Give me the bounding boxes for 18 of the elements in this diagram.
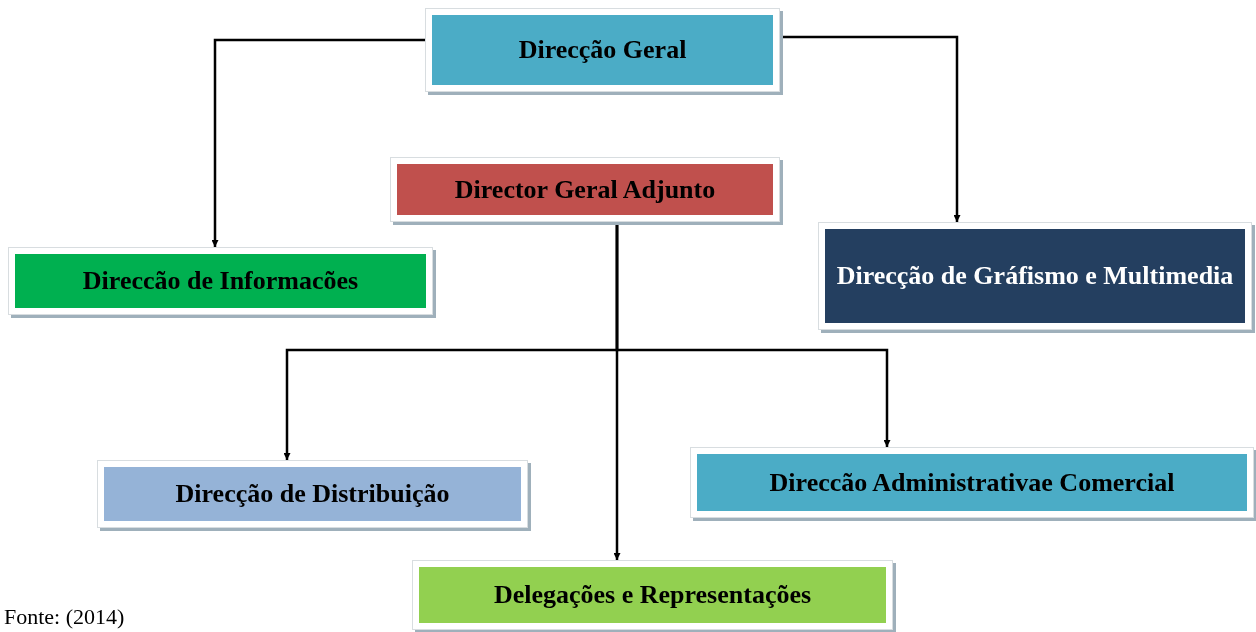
- box-label: Direcção Geral: [432, 15, 773, 85]
- org-box: [390, 157, 780, 222]
- box-label: Direcção de Distribuição: [104, 467, 521, 521]
- connector-arrow: [211, 38, 425, 247]
- org-box: [818, 222, 1252, 330]
- org-box: [412, 560, 893, 630]
- connector-arrow: [613, 222, 621, 560]
- box-label: Direccão de Informacões: [15, 254, 426, 308]
- box-label: Delegações e Representações: [419, 567, 886, 623]
- org-box: [97, 460, 528, 528]
- org-box: [425, 8, 780, 92]
- connector-arrow: [780, 35, 961, 222]
- box-label: Director Geral Adjunto: [397, 164, 773, 215]
- source-note: Fonte: (2014): [4, 604, 125, 630]
- org-box: [8, 247, 433, 315]
- box-label: Direccão Administrativae Comercial: [697, 454, 1247, 511]
- org-box: [690, 447, 1254, 518]
- box-label: Direcção de Gráfismo e Multimedia: [825, 229, 1245, 323]
